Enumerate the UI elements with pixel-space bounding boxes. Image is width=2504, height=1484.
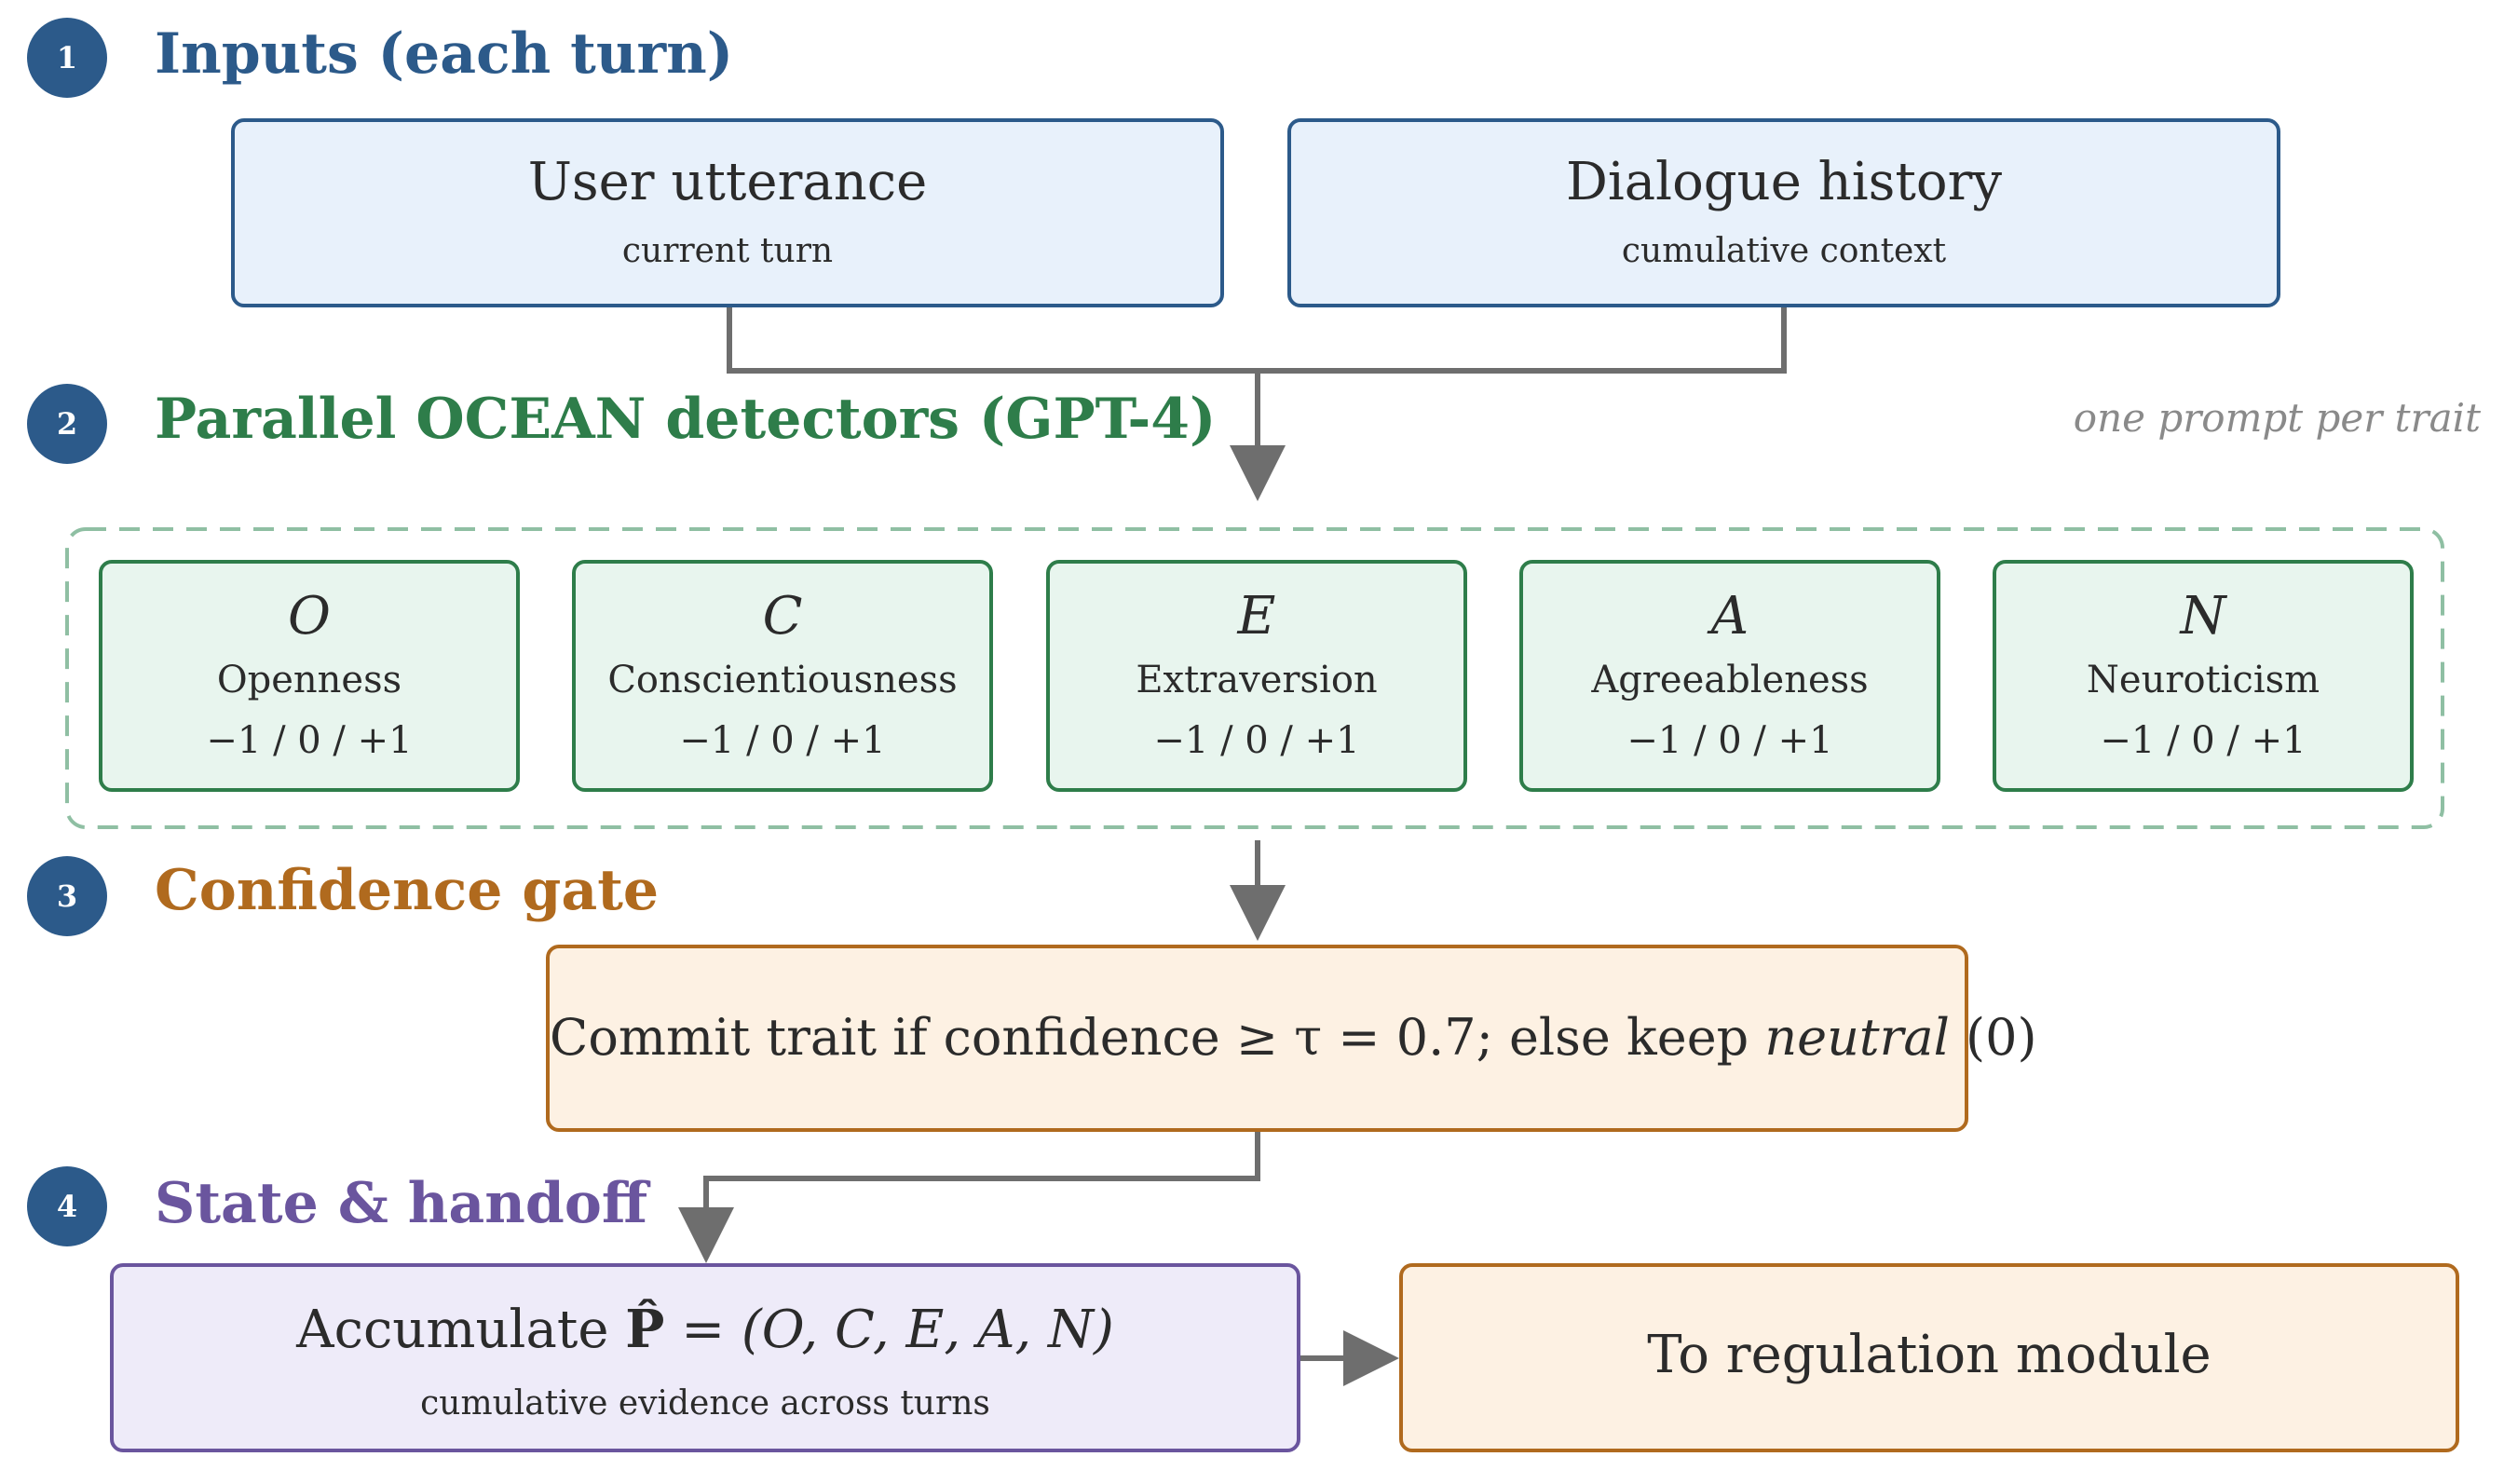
regulation-module-box: To regulation module [1399,1263,2459,1452]
regulation-module-label: To regulation module [1647,1325,2211,1385]
step-3-badge: 3 [27,856,107,936]
step-4-number: 4 [56,1189,78,1224]
step-4-heading: State & handoff [155,1171,648,1236]
state-prefix: Accumulate [296,1300,626,1360]
step-1-heading: Inputs (each turn) [155,21,734,87]
dialogue-history-box: Dialogue history cumulative context [1287,118,2280,307]
detectors-note: one prompt per trait [2073,395,2481,441]
trait-name: Agreeableness [1591,659,1869,701]
trait-letter: O [288,586,331,647]
trait-box-extraversion: E Extraversion −1 / 0 / +1 [1046,560,1467,792]
gate-rule-suffix: (0) [1949,1008,2037,1067]
user-utterance-title: User utterance [527,152,928,212]
confidence-gate-box: Commit trait if confidence ≥ τ = 0.7; el… [546,945,2037,1132]
arrow-gate-to-state [678,1132,1260,1263]
trait-box-neuroticism: N Neuroticism −1 / 0 / +1 [1993,560,2414,792]
state-subtitle: cumulative evidence across turns [420,1384,990,1423]
gate-rule-prefix: Commit trait if confidence ≥ τ = 0.7; el… [550,1008,1765,1067]
detectors-group-border [65,527,2444,829]
trait-range: −1 / 0 / +1 [679,719,886,762]
state-symbol: P̂ [625,1299,665,1360]
user-utterance-box: User utterance current turn [231,118,1224,307]
gate-rule-emphasis: neutral [1764,1008,1950,1067]
trait-range: −1 / 0 / +1 [2100,719,2307,762]
trait-range: −1 / 0 / +1 [206,719,413,762]
trait-letter: A [1710,586,1749,647]
step-2-badge: 2 [27,384,107,464]
trait-range: −1 / 0 / +1 [1153,719,1360,762]
trait-name: Conscientiousness [607,659,958,701]
input-merge-connector [727,307,1787,374]
accumulate-state-box: Accumulate P̂ = (O, C, E, A, N) cumulati… [110,1263,1300,1452]
trait-box-conscientiousness: C Conscientiousness −1 / 0 / +1 [572,560,993,792]
trait-letter: C [762,586,803,647]
trait-range: −1 / 0 / +1 [1626,719,1833,762]
step-3-heading: Confidence gate [155,858,660,923]
trait-box-openness: O Openness −1 / 0 / +1 [99,560,520,792]
gate-rule-text: Commit trait if confidence ≥ τ = 0.7; el… [550,1008,2037,1067]
trait-box-agreeableness: A Agreeableness −1 / 0 / +1 [1519,560,1940,792]
trait-letter: E [1237,586,1276,647]
trait-name: Extraversion [1136,659,1378,701]
step-1-number: 1 [56,40,78,75]
trait-name: Neuroticism [2086,659,2320,701]
user-utterance-subtitle: current turn [621,232,834,270]
step-2-heading: Parallel OCEAN detectors (GPT-4) [155,387,1217,452]
dialogue-history-subtitle: cumulative context [1621,232,1947,270]
step-3-number: 3 [56,878,78,914]
step-1-badge: 1 [27,18,107,98]
dialogue-history-title: Dialogue history [1565,152,2002,212]
trait-name: Openness [216,659,402,701]
step-4-badge: 4 [27,1166,107,1246]
state-formula: Accumulate P̂ = (O, C, E, A, N) [114,1299,1297,1360]
trait-letter: N [2180,586,2226,647]
step-2-number: 2 [56,406,78,442]
state-suffix: = (O, C, E, A, N) [664,1300,1114,1360]
